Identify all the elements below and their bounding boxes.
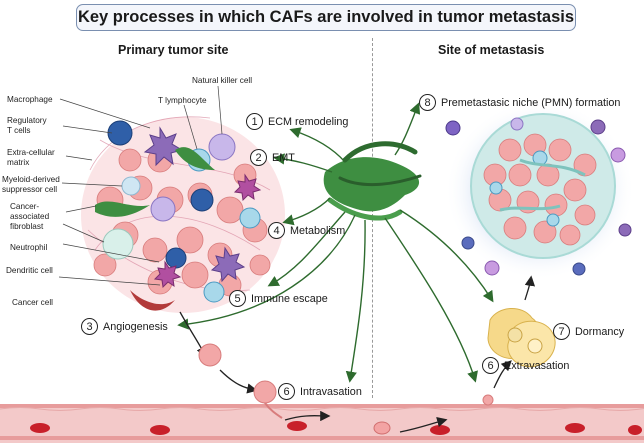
blood-vessel	[0, 404, 644, 443]
label-regulatory-t-2: T cells	[7, 126, 31, 135]
process-number: 3	[81, 318, 98, 335]
dendritic-cell	[153, 260, 182, 289]
label-t-lymphocyte: T lymphocyte	[158, 96, 207, 105]
red-blood-cell	[628, 425, 642, 435]
label-ecm-2: matrix	[7, 158, 30, 167]
caf-arrows	[177, 102, 494, 383]
regulatory-t-cell	[165, 247, 187, 269]
process-angiogenesis: 3 Angiogenesis	[81, 318, 168, 335]
process-label: EMT	[272, 151, 295, 164]
process-number: 4	[268, 222, 285, 239]
process-label: Intravasation	[300, 385, 362, 398]
metastatic-niche	[445, 100, 635, 280]
red-blood-cell	[30, 423, 50, 433]
process-intravasation: 6 Intravasation	[278, 383, 362, 400]
label-dendritic: Dendritic cell	[6, 266, 53, 275]
process-label: Premetastasic niche (PMN) formation	[441, 96, 621, 109]
process-dormancy: 7 Dormancy	[553, 323, 624, 340]
process-immune-escape: 5 Immune escape	[229, 290, 328, 307]
process-label: Angiogenesis	[103, 320, 168, 333]
process-ecm-remodeling: 1 ECM remodeling	[246, 113, 348, 130]
process-number: 6	[278, 383, 295, 400]
process-label: Dormancy	[575, 325, 625, 338]
caf-cluster	[323, 141, 422, 221]
migrating-cancer-cell	[198, 343, 222, 367]
natural-killer-cell	[150, 196, 176, 222]
label-ecm-1: Extra-cellular	[7, 148, 55, 157]
caf-in-tumor	[95, 201, 150, 217]
red-blood-cell	[150, 425, 170, 435]
label-leaders	[58, 85, 223, 286]
t-lymphocyte	[239, 207, 261, 229]
label-caf-3: fibroblast	[10, 222, 44, 231]
process-number: 7	[553, 323, 570, 340]
label-macrophage: Macrophage	[7, 95, 53, 104]
figure-title: Key processes in which CAFs are involved…	[77, 8, 575, 26]
niche-immune-cells	[445, 117, 632, 276]
process-number: 6	[482, 357, 499, 374]
process-label: ECM remodeling	[268, 115, 349, 128]
process-extravasation: 6 Extravasation	[482, 357, 569, 374]
label-mdsc-2: suppressor cell	[2, 185, 58, 194]
process-number: 2	[250, 149, 267, 166]
caf-in-tumor	[175, 147, 215, 170]
dormant-cells	[487, 275, 556, 368]
primary-site-title: Primary tumor site	[118, 43, 229, 57]
process-number: 1	[246, 113, 263, 130]
dendritic-cell	[233, 173, 262, 202]
process-number: 8	[419, 94, 436, 111]
metastasis-site-title: Site of metastasis	[438, 43, 545, 57]
label-natural-killer: Natural killer cell	[192, 76, 253, 85]
process-metabolism: 4 Metabolism	[268, 222, 345, 239]
label-cancer-cell: Cancer cell	[12, 298, 53, 307]
title-box: Key processes in which CAFs are involved…	[76, 4, 576, 31]
label-regulatory-t-1: Regulatory	[7, 116, 47, 125]
macrophage	[143, 126, 184, 167]
process-label: Immune escape	[251, 292, 328, 305]
tumor-blood-vessel	[130, 290, 175, 311]
red-blood-cell	[565, 423, 585, 433]
regulatory-t-cell	[190, 188, 214, 212]
label-mdsc-1: Myeloid-derived	[2, 175, 60, 184]
t-lymphocyte	[203, 281, 225, 303]
process-pmn-formation: 8 Premetastasic niche (PMN) formation	[419, 94, 620, 111]
red-blood-cell	[430, 425, 450, 435]
regulatory-t-cell	[107, 120, 133, 146]
migration-path	[179, 311, 512, 433]
circulating-tumor-cell	[373, 421, 391, 435]
extravasating-cancer-cell	[482, 394, 494, 406]
migrating-cancer-cell	[253, 380, 277, 404]
label-caf-1: Cancer-	[10, 202, 40, 211]
process-label: Metabolism	[290, 224, 346, 237]
label-neutrophil: Neutrophil	[10, 243, 48, 252]
primary-tumor	[81, 116, 285, 313]
process-number: 5	[229, 290, 246, 307]
macrophage	[210, 246, 246, 283]
red-blood-cell	[287, 421, 307, 431]
process-emt: 2 EMT	[250, 149, 295, 166]
neutrophil	[102, 228, 134, 260]
natural-killer-cell	[208, 133, 236, 161]
myeloid-suppressor-cell	[121, 176, 141, 196]
process-label: Extravasation	[504, 359, 570, 372]
label-caf-2: associated	[10, 212, 50, 221]
